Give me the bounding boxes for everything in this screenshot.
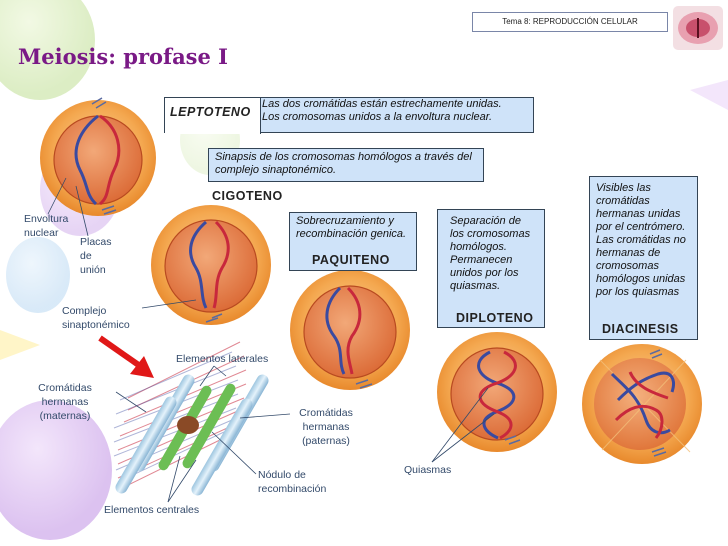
- label-cromatidas-paternas: Cromátidas hermanas (paternas): [299, 407, 353, 447]
- label-nodulo-recombinacion: Nódulo de recombinación: [258, 469, 327, 495]
- leptoteno-label-area: [165, 98, 261, 134]
- diploteno-description: Separación de los cromosomas homólogos. …: [450, 215, 531, 292]
- cigoteno-description: Sinapsis de los cromosomas homólogos a t…: [208, 148, 484, 182]
- label-elementos-centrales: Elementos centrales: [104, 504, 200, 516]
- cell-paquiteno: [290, 270, 410, 390]
- leptoteno-box: LEPTOTENO Las dos cromátidas están estre…: [164, 97, 534, 134]
- cell-diacinesis: [582, 344, 702, 464]
- stage-diploteno: DIPLOTENO: [456, 311, 534, 325]
- page-title: Meiosis: profase I: [18, 44, 228, 69]
- stage-cigoteno: CIGOTENO: [212, 189, 283, 203]
- label-quiasmas: Quiasmas: [404, 464, 452, 476]
- leptoteno-description: Las dos cromátidas están estrechamente u…: [262, 98, 502, 123]
- topic-header-box: Tema 8: REPRODUCCIÓN CELULAR: [472, 12, 668, 32]
- label-cromatidas-maternas: Cromátidas hermanas (maternas): [38, 382, 92, 422]
- label-complejo-sinaptonemico: Complejo sinaptonémico: [62, 305, 130, 331]
- header-thumbnail-image: [673, 6, 723, 50]
- stage-diacinesis: DIACINESIS: [602, 322, 679, 336]
- diacinesis-description: Visibles las cromátidas hermanas unidas …: [596, 182, 686, 298]
- cell-diploteno: [437, 332, 557, 452]
- cell-leptoteno: [40, 97, 156, 216]
- paquiteno-description: Sobrecruzamiento y recombinación genica.: [296, 215, 407, 240]
- label-envoltura-nuclear: Envoltura nuclear: [24, 213, 69, 239]
- red-arrow-icon: [98, 335, 154, 378]
- label-placas-de-union: Placas de unión: [80, 236, 112, 276]
- cell-cigoteno: [151, 205, 271, 325]
- paquiteno-box: Sobrecruzamiento y recombinación genica.…: [289, 212, 417, 271]
- diploteno-box: Separación de los cromosomas homólogos. …: [437, 209, 545, 328]
- leader-lines: [47, 177, 495, 503]
- diacinesis-box: Visibles las cromátidas hermanas unidas …: [589, 176, 698, 340]
- synaptonemal-complex-illustration: [113, 341, 269, 496]
- label-elementos-laterales: Elementos laterales: [176, 353, 269, 365]
- stage-leptoteno: LEPTOTENO: [170, 105, 251, 119]
- stage-paquiteno: PAQUITENO: [312, 253, 390, 267]
